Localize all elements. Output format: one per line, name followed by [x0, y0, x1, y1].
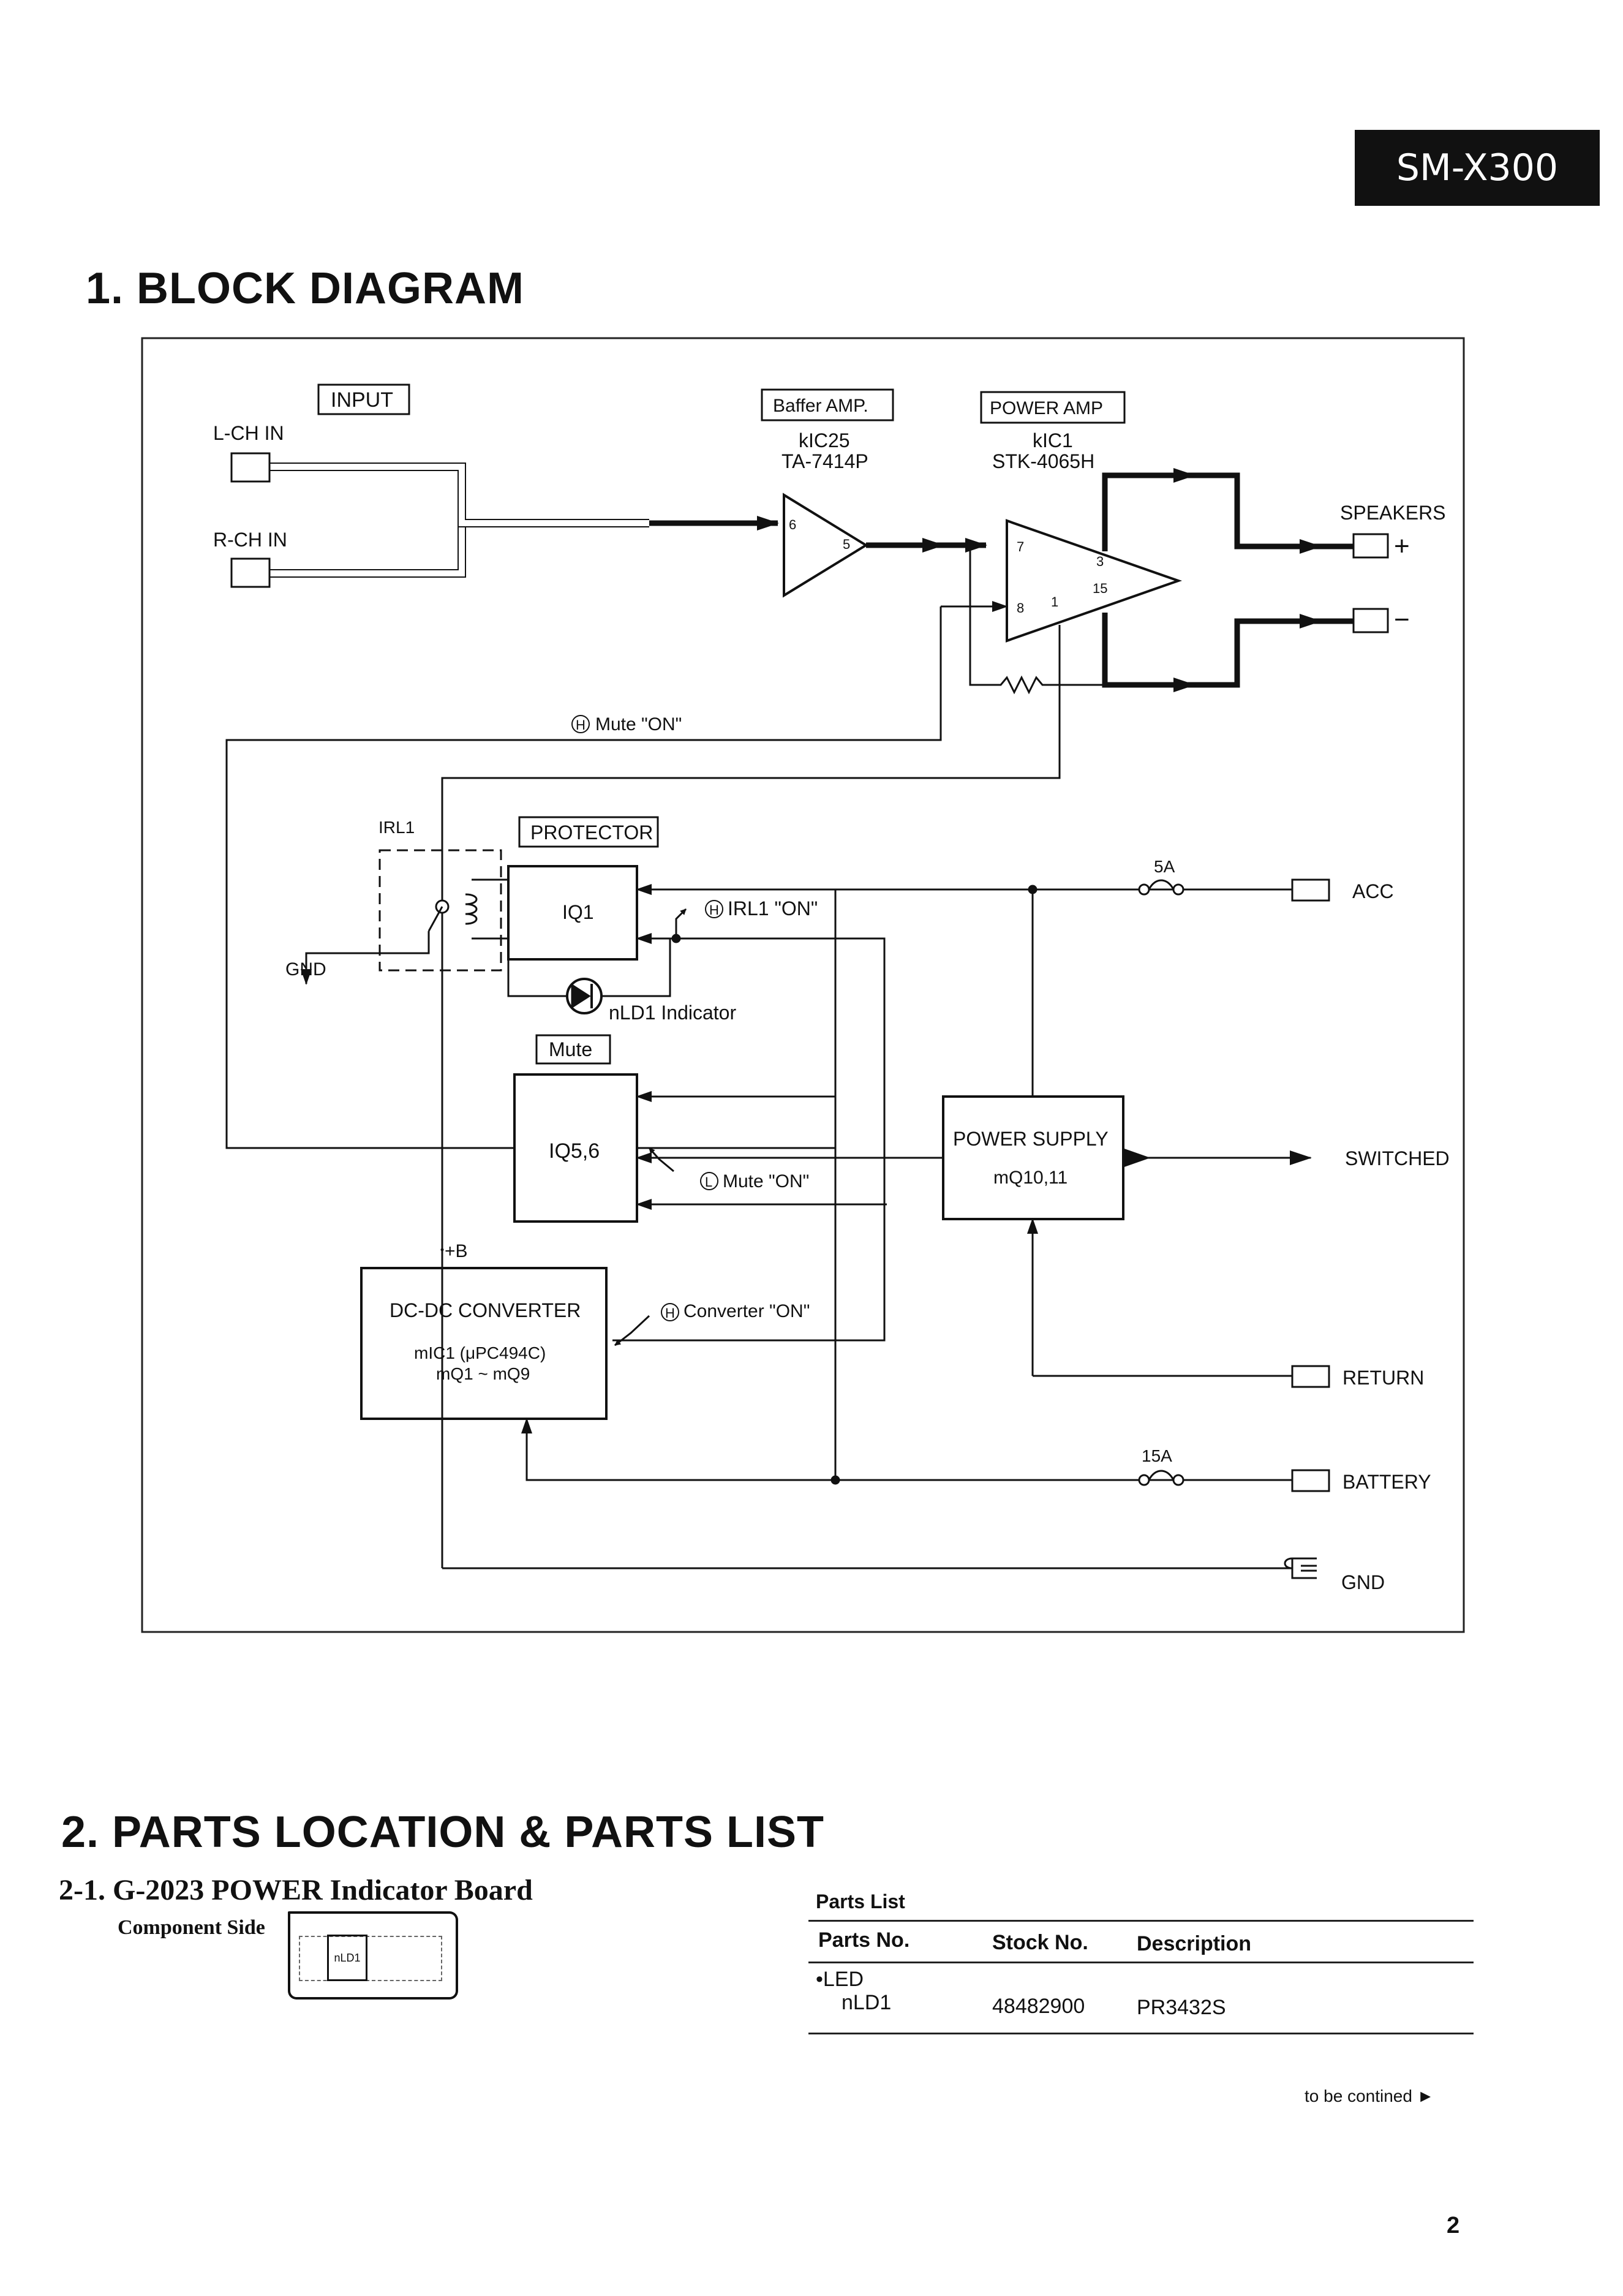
irl1-on-label: IRL1 "ON"	[728, 897, 818, 920]
buffer-part-label: TA-7414P	[781, 450, 868, 472]
page-number: 2	[1447, 2213, 1460, 2238]
return-terminal	[1291, 1365, 1330, 1388]
pin-7: 7	[1017, 539, 1024, 554]
pin-8: 8	[1017, 600, 1024, 616]
buffer-amp-label: Baffer AMP.	[773, 396, 868, 416]
input-box	[317, 383, 410, 415]
fuse-15a-label: 15A	[1142, 1446, 1172, 1465]
iq1-label: IQ1	[562, 901, 594, 923]
iq56-label: IQ5,6	[549, 1139, 600, 1163]
h-symbol-3: H	[665, 1305, 675, 1321]
continued-label: to be contined ►	[1305, 2086, 1434, 2105]
parts-row-description: PR3432S	[1137, 1996, 1226, 2019]
protector-box	[518, 816, 659, 848]
acc-label: ACC	[1352, 880, 1394, 902]
power-amp-symbol	[1006, 519, 1183, 643]
gnd-left-label: GND	[285, 959, 326, 980]
pin-15: 15	[1093, 581, 1107, 596]
dcdc-ic1-label: mIC1 (μPC494C)	[414, 1343, 546, 1362]
board-nld1-label: nLD1	[327, 1935, 367, 1981]
relay-irl1	[378, 849, 502, 972]
section-2-title: 2. PARTS LOCATION & PARTS LIST	[61, 1808, 825, 1857]
section-1-title: 1. BLOCK DIAGRAM	[86, 264, 524, 313]
mute-on-h-label: Mute "ON"	[595, 714, 682, 734]
power-supply-block	[942, 1095, 1124, 1220]
nld1-label: nLD1 Indicator	[609, 1002, 736, 1024]
power-part-label: STK-4065H	[992, 450, 1094, 472]
mute-on-l-label: Mute "ON"	[723, 1171, 809, 1191]
lch-jack	[230, 452, 271, 483]
minus-label: −	[1394, 605, 1410, 635]
iq56-block	[513, 1073, 638, 1223]
parts-header-stock-no: Stock No.	[992, 1931, 1088, 1954]
power-supply-ic-label: mQ10,11	[993, 1168, 1068, 1188]
plus-b-label: +B	[445, 1241, 468, 1261]
parts-rule-mid	[808, 1962, 1474, 1963]
h-symbol-2: H	[709, 902, 719, 918]
plus-label: +	[1394, 531, 1410, 561]
parts-rule-top	[808, 1920, 1474, 1922]
power-amp-box	[980, 391, 1126, 424]
pin-3: 3	[1096, 554, 1104, 569]
buffer-amp-symbol	[783, 493, 868, 598]
pin-1: 1	[1051, 594, 1058, 610]
parts-row-part: nLD1	[842, 1991, 892, 2014]
acc-terminal	[1291, 878, 1330, 902]
h-symbol-1: H	[576, 717, 586, 733]
buffer-amp-box	[761, 388, 894, 421]
indicator-board-image: nLD1	[288, 1911, 458, 2000]
dcdc-block	[360, 1267, 608, 1420]
fuse-5a-label: 5A	[1154, 857, 1175, 876]
parts-header-part-no: Parts No.	[818, 1928, 910, 1952]
model-badge: SM-X300	[1355, 130, 1600, 206]
mute-box	[535, 1034, 611, 1065]
pin-6: 6	[789, 517, 796, 532]
lch-label: L-CH IN	[213, 422, 284, 444]
speakers-label: SPEAKERS	[1340, 502, 1446, 524]
section-2-subtitle: 2-1. G-2023 POWER Indicator Board	[59, 1874, 533, 1906]
component-side-label: Component Side	[118, 1916, 265, 1939]
block-diagram: H H L H INPUT L-CH IN R-CH IN Baffer AMP…	[141, 337, 1465, 1633]
rch-jack	[230, 557, 271, 588]
parts-row-stock: 48482900	[992, 1995, 1085, 2018]
return-label: RETURN	[1342, 1367, 1424, 1389]
parts-header-description: Description	[1137, 1932, 1252, 1955]
speaker-minus-terminal	[1352, 608, 1389, 633]
irl1-label: IRL1	[378, 818, 415, 837]
dcdc-ic2-label: mQ1 ~ mQ9	[436, 1364, 530, 1383]
converter-on-label: Converter "ON"	[683, 1301, 810, 1321]
protector-label: PROTECTOR	[530, 821, 653, 844]
pin-5: 5	[843, 537, 850, 552]
parts-group-led: •LED	[816, 1968, 864, 1991]
mute-label: Mute	[549, 1038, 592, 1060]
battery-label: BATTERY	[1342, 1471, 1431, 1493]
battery-terminal	[1291, 1469, 1330, 1492]
dcdc-label: DC-DC CONVERTER	[390, 1299, 581, 1321]
rch-label: R-CH IN	[213, 529, 287, 551]
gnd-right-label: GND	[1341, 1571, 1385, 1593]
switched-label: SWITCHED	[1345, 1147, 1450, 1169]
l-symbol: L	[705, 1174, 712, 1190]
input-label: INPUT	[331, 388, 393, 412]
power-ic-label: kIC1	[1033, 429, 1073, 451]
power-supply-label: POWER SUPPLY	[953, 1128, 1109, 1150]
speaker-plus-terminal	[1352, 533, 1389, 559]
diagram-frame	[141, 337, 1465, 1633]
model-number: SM-X300	[1396, 146, 1559, 189]
ground-lug	[1284, 1557, 1317, 1579]
parts-rule-bottom	[808, 2033, 1474, 2034]
parts-list-caption: Parts List	[816, 1890, 905, 1913]
buffer-ic-label: kIC25	[799, 429, 850, 451]
iq1-block	[507, 865, 638, 961]
power-amp-label: POWER AMP	[990, 398, 1103, 418]
